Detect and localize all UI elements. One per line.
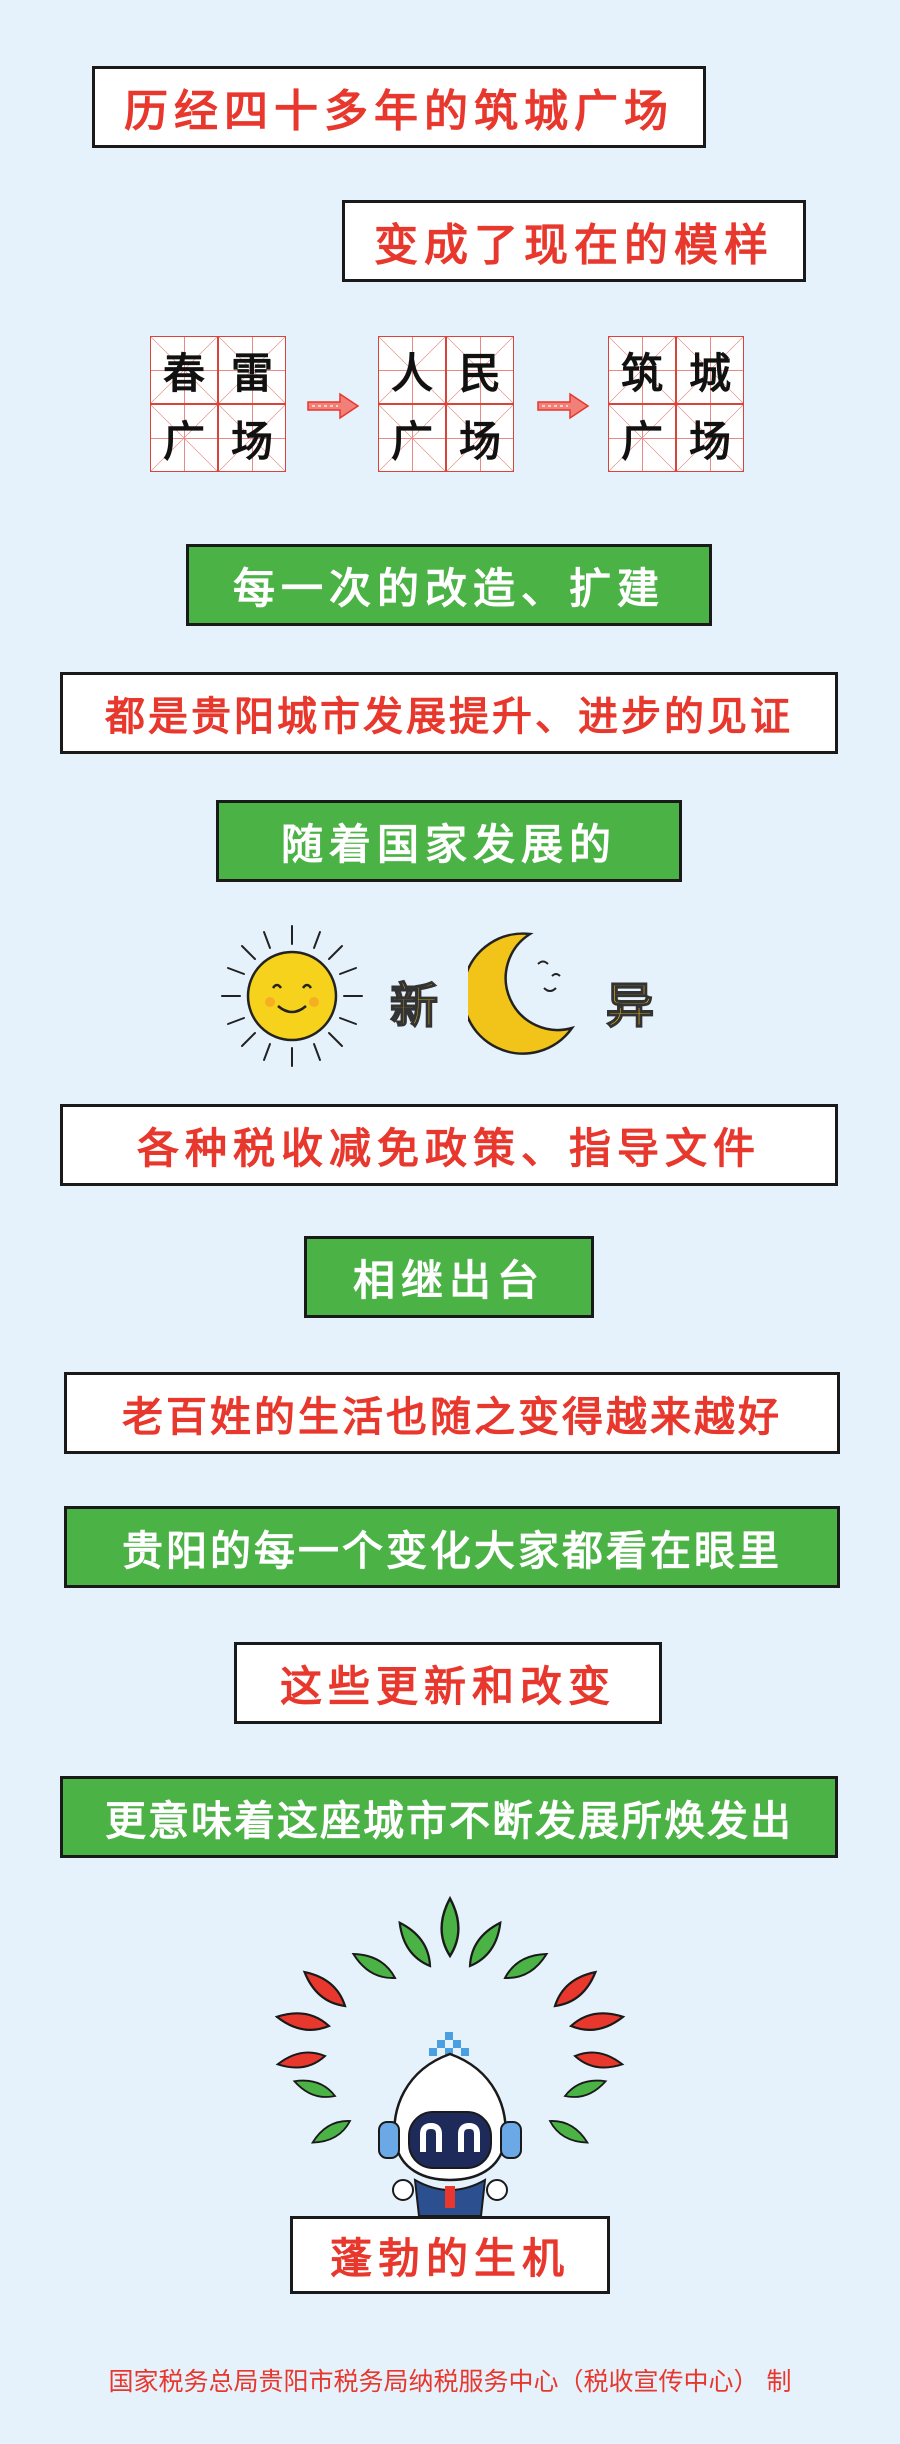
headline-witness: 都是贵阳城市发展提升、进步的见证 bbox=[60, 672, 838, 754]
headline-successively-text: 相继出台 bbox=[352, 1255, 545, 1305]
plaza-char: 场 bbox=[218, 404, 286, 472]
footer-credit: 国家税务总局贵阳市税务局纳税服务中心（税收宣传中心） 制 bbox=[108, 2367, 792, 2396]
headline-everyone-sees-text: 贵阳的每一个变化大家都看在眼里 bbox=[122, 1527, 782, 1575]
plaza-char: 广 bbox=[378, 404, 446, 472]
headline-city-vitality-text: 更意味着这座城市不断发展所焕发出 bbox=[105, 1797, 793, 1845]
moon-icon bbox=[468, 932, 576, 1055]
plaza-grid-zhucheng: 筑 城 广 场 bbox=[608, 336, 744, 472]
headline-current-look-text: 变成了现在的模样 bbox=[374, 220, 774, 271]
plaza-char: 场 bbox=[676, 404, 744, 472]
headline-tax-policies: 各种税收减免政策、指导文件 bbox=[60, 1104, 838, 1186]
headline-witness-text: 都是贵阳城市发展提升、进步的见证 bbox=[105, 694, 793, 740]
arrow-right-icon bbox=[537, 392, 590, 420]
arrow-right-icon bbox=[307, 392, 360, 420]
headline-updates-changes-text: 这些更新和改变 bbox=[279, 1661, 616, 1711]
headline-city-vitality: 更意味着这座城市不断发展所焕发出 bbox=[60, 1776, 838, 1858]
headline-current-look: 变成了现在的模样 bbox=[342, 200, 806, 282]
mascot-icon bbox=[378, 2032, 522, 2217]
plaza-char: 城 bbox=[676, 336, 744, 404]
plaza-char: 场 bbox=[446, 404, 514, 472]
plaza-char: 春 bbox=[150, 336, 218, 404]
headline-successively: 相继出台 bbox=[304, 1236, 594, 1318]
plaza-char: 筑 bbox=[608, 336, 676, 404]
xin-character: 新 bbox=[389, 977, 439, 1035]
headline-national-development-text: 随着国家发展的 bbox=[280, 819, 617, 869]
sun-icon bbox=[221, 925, 363, 1067]
headline-renovation-text: 每一次的改造、扩建 bbox=[232, 563, 665, 613]
headline-everyone-sees: 贵阳的每一个变化大家都看在眼里 bbox=[64, 1506, 840, 1588]
headline-vitality-text: 蓬勃的生机 bbox=[329, 2233, 570, 2283]
headline-vitality: 蓬勃的生机 bbox=[290, 2216, 610, 2294]
plaza-char: 广 bbox=[150, 404, 218, 472]
headline-better-life: 老百姓的生活也随之变得越来越好 bbox=[64, 1372, 840, 1454]
headline-tax-policies-text: 各种税收减免政策、指导文件 bbox=[136, 1123, 761, 1173]
headline-renovation: 每一次的改造、扩建 bbox=[186, 544, 712, 626]
plaza-char: 雷 bbox=[218, 336, 286, 404]
plaza-grid-chunlei: 春 雷 广 场 bbox=[150, 336, 286, 472]
yi-character: 异 bbox=[605, 977, 655, 1035]
headline-updates-changes: 这些更新和改变 bbox=[234, 1642, 662, 1724]
plaza-char: 民 bbox=[446, 336, 514, 404]
plaza-grid-renmin: 人 民 广 场 bbox=[378, 336, 514, 472]
headline-forty-years: 历经四十多年的筑城广场 bbox=[92, 66, 706, 148]
plaza-char: 广 bbox=[608, 404, 676, 472]
headline-better-life-text: 老百姓的生活也随之变得越来越好 bbox=[122, 1393, 782, 1441]
plaza-char: 人 bbox=[378, 336, 446, 404]
headline-national-development: 随着国家发展的 bbox=[216, 800, 682, 882]
headline-forty-years-text: 历经四十多年的筑城广场 bbox=[124, 86, 674, 137]
